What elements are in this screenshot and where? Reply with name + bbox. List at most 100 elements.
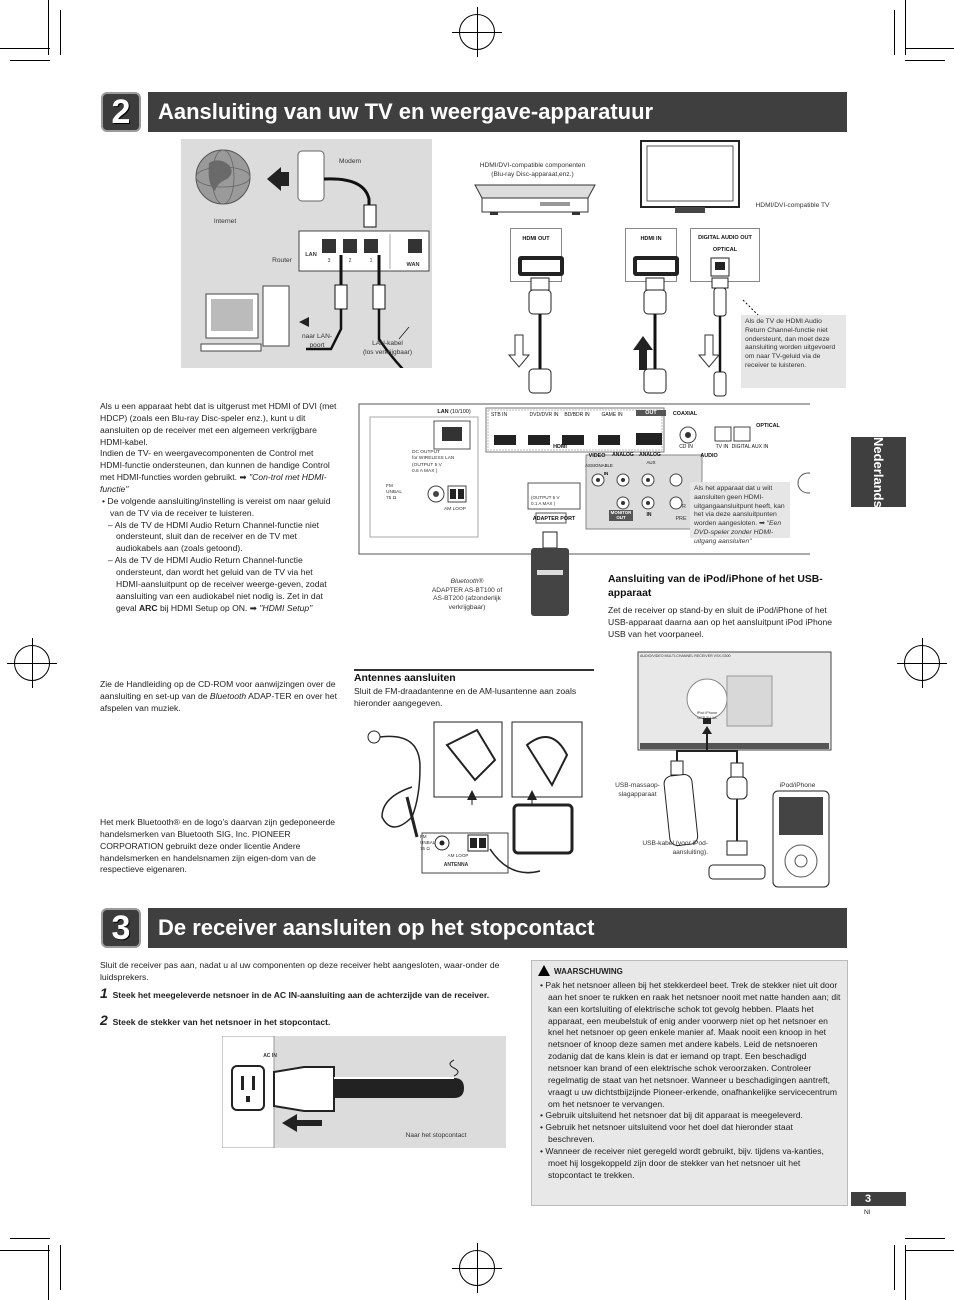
bluray-player-icon <box>474 184 596 215</box>
ipod-connection-diagram <box>637 651 832 888</box>
lan-port-label: LAN (10/100) <box>437 409 471 415</box>
pre-label: PRE <box>675 516 687 522</box>
router-label: Router <box>272 257 292 264</box>
game-in-label: GAME IN <box>601 412 623 418</box>
router-lan-label: LAN <box>305 252 317 258</box>
section-number-3: 3 <box>101 908 141 948</box>
stb-in-label: STB IN <box>490 412 508 418</box>
tv-icon <box>640 140 740 213</box>
crop-mark <box>60 1245 61 1290</box>
registration-mark <box>897 638 947 688</box>
fm-unbal-label: FM UNBAL 75 Ω <box>386 484 402 502</box>
warning-list: • Pak het netsnoer alleen bij het stekke… <box>538 980 841 1182</box>
bluetooth-adapter-icon <box>531 531 569 616</box>
antennas-body: Sluit de FM-draadantenne en de AM-lusant… <box>354 686 577 708</box>
crop-mark <box>60 10 61 55</box>
antenna-label: ANTENNA <box>443 862 469 868</box>
assignable-label: ASSIGNABLE <box>585 463 613 468</box>
ac-in-label: AC IN <box>263 1053 277 1059</box>
crop-mark <box>905 60 945 61</box>
crop-mark <box>48 1245 49 1300</box>
hdmi-out-rear-label: OUT <box>636 410 666 417</box>
hdmi-connection-text: Als u een apparaat hebt dat is uitgerust… <box>100 401 338 614</box>
warning-box: WAARSCHUWING • Pak het netsnoer alleen b… <box>531 960 848 1206</box>
antenna-fm-label: FM UNBAL 75 Ω <box>420 834 436 851</box>
monitor-out-label: MONITOR OUT <box>609 510 633 521</box>
adapter-spec-label: (OUTPUT 5 V 0.1 A MAX ) <box>531 495 560 506</box>
am-loop-label: AM LOOP <box>444 507 466 512</box>
front-panel-title: AUDIO/VIDEO MULTI-CHANNEL RECEIVER VSX-S… <box>640 654 731 658</box>
dvd-in-label: DVD/DVR IN <box>529 412 559 418</box>
router-wan-label: WAN <box>406 262 420 268</box>
tv-in-label: TV IN <box>715 444 729 450</box>
antenna-am-label: AM LOOP <box>447 853 469 858</box>
network-diagram <box>195 149 430 368</box>
section-number-2: 2 <box>101 92 141 132</box>
audio-label: AUDIO <box>700 453 718 459</box>
bluetooth-manual-text: Zie de Handleiding op de CD-ROM voor aan… <box>100 679 337 713</box>
coaxial-label: COAXIAL <box>672 411 698 417</box>
router-port-2: 2 <box>348 258 352 264</box>
to-lan-port-label: naar LAN- poort <box>301 333 333 349</box>
optical-label: OPTICAL <box>712 247 738 253</box>
registration-mark <box>7 638 57 688</box>
arc-bullet: • De volgende aansluiting/instelling is … <box>102 495 331 518</box>
crop-mark <box>905 1245 906 1300</box>
antennas-heading: Antennes aansluiten <box>354 669 594 686</box>
analog-label-1: ANALOG <box>612 452 634 458</box>
ipod-heading: Aansluiting van de iPod/iPhone of het US… <box>608 574 823 600</box>
crop-mark <box>0 1250 50 1251</box>
usb-device-label: USB-massaop- slagapparaat <box>615 782 660 798</box>
crop-mark <box>894 1245 895 1290</box>
tv-label: HDMI/DVI-compatible TV <box>755 202 830 209</box>
warning-item: • Pak het netsnoer alleen bij het stekke… <box>540 980 841 1109</box>
usb-cable-label: USB-kabel (voor iPod- aansluiting). <box>642 840 708 856</box>
bluray-label: HDMI/DVI-compatible componenten (Blu-ray… <box>479 162 586 178</box>
analog-label-2: ANALOG <box>639 452 661 458</box>
ipod-device-label: iPod/iPhone <box>779 782 816 789</box>
crop-mark <box>0 48 50 49</box>
crop-mark <box>905 1250 954 1251</box>
hdmi-rear-label: HDMI <box>553 444 567 450</box>
optical-rear-label: OPTICAL <box>756 423 780 429</box>
control-hdmi-paragraph: Indien de TV- en weergavecomponenten de … <box>100 448 330 495</box>
power-diagram <box>222 1036 464 1148</box>
arc-note: Als de TV de HDMI Audio Return Channel-f… <box>741 315 846 388</box>
crop-mark <box>905 48 954 49</box>
to-outlet-label: Naar het stopcontact <box>405 1132 467 1139</box>
power-step-2: 2 Steek de stekker van het netsnoer in h… <box>100 1012 331 1028</box>
power-step-1: 1 Steek het meegeleverde netsnoer in de … <box>100 985 490 1001</box>
trademark-text: Het merk Bluetooth® en de logo’s daarvan… <box>100 817 336 875</box>
front-usb-port-label: iPod iPhone USB 5V 1A <box>696 711 718 720</box>
av-cables <box>507 256 764 397</box>
crop-mark <box>905 1238 945 1239</box>
registration-mark <box>452 7 502 57</box>
warning-item: • Gebruik het netsnoer uitsluitend voor … <box>540 1122 793 1145</box>
bd-in-label: BD/BDR IN <box>564 412 590 418</box>
section-title-3: De receiver aansluiten op het stopcontac… <box>148 908 847 948</box>
page-lang: Nl <box>864 1209 871 1216</box>
warning-icon <box>538 965 550 976</box>
modem-label: Modem <box>339 158 361 165</box>
crop-mark <box>10 1238 50 1239</box>
arc-dash-2: – Als de TV de HDMI Audio Return Channel… <box>108 555 327 613</box>
crop-mark <box>48 0 49 55</box>
bluetooth-adapter-label: Bluetooth®ADAPTER AS-BT100 of AS-BT200 (… <box>431 578 503 611</box>
hdmi-intro-paragraph: Als u een apparaat hebt dat is uitgerust… <box>100 401 337 447</box>
registration-mark <box>452 1243 502 1293</box>
crop-mark <box>905 0 906 55</box>
warning-item: • Wanneer de receiver niet geregeld word… <box>540 1146 824 1180</box>
section-title-2: Aansluiting van uw TV en weergave-appara… <box>148 92 847 132</box>
r-label: R <box>682 504 686 510</box>
hdmi-in-label: HDMI IN <box>640 236 662 242</box>
dc-output-label: DC OUTPUT for WIRELESS LAN <box>412 450 455 462</box>
cd-in-label: CD IN <box>679 444 693 450</box>
antenna-diagram <box>367 721 583 874</box>
internet-label: Internet <box>213 218 237 225</box>
router-port-1: 1 <box>369 258 373 264</box>
power-intro: Sluit de receiver pas aan, nadat u al uw… <box>100 960 500 982</box>
ipod-body: Zet de receiver op stand-by en sluit de … <box>608 605 833 639</box>
warning-title: WAARSCHUWING <box>538 965 841 977</box>
hdmi-out-label: HDMI OUT <box>522 236 550 242</box>
language-tab: Nederlands <box>851 437 906 508</box>
